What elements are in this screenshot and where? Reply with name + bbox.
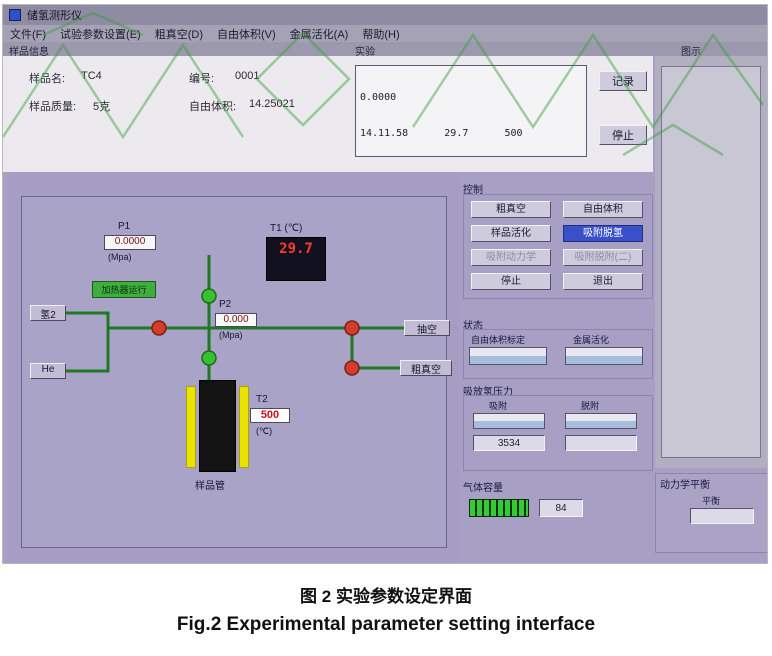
free-volume-button[interactable]: 自由体积	[563, 201, 643, 218]
menu-free-volume[interactable]: 自由体积(V)	[217, 28, 276, 41]
pressure-group-box	[463, 395, 653, 471]
log-line: 0.0000	[360, 92, 397, 103]
sample-mass-value: 5克	[93, 101, 111, 113]
section-band: 样品信息 实验 图示	[3, 42, 767, 58]
pressure-panel: 吸放氢压力 吸附 脱附 3534	[461, 383, 655, 475]
sample-mass-label: 样品质量:	[29, 101, 77, 113]
control-panel-label: 控制	[463, 185, 483, 196]
valve-rough-vacuum[interactable]	[344, 360, 360, 376]
stop-button[interactable]: 停止	[599, 125, 647, 145]
valve-inlet[interactable]	[151, 320, 167, 336]
control-panel: 控制 粗真空 自由体积 样品活化 吸附脱氢 吸附动力学 吸附脱附(二) 停止 退…	[461, 181, 655, 315]
pipe-network	[66, 255, 404, 380]
section-label-sample-info: 样品信息	[9, 47, 49, 58]
t2-setpoint-display: 500	[250, 408, 290, 423]
status-group-box	[463, 329, 653, 379]
free-volume-status-display	[469, 347, 547, 365]
status-panel-label: 状态	[463, 321, 483, 332]
gas-inlet-he: He	[30, 363, 66, 379]
balance-label: 平衡	[702, 496, 721, 506]
figure-caption-en: Fig.2 Experimental parameter setting int…	[176, 614, 596, 635]
p1-unit: (Mpa)	[108, 252, 132, 262]
experiment-log[interactable]: 0.0000 14.11.58 29.7 500 0.0000 14.12.00…	[355, 65, 587, 157]
metal-activation-label: 金属活化	[573, 335, 610, 345]
rough-vacuum-button[interactable]: 粗真空	[471, 201, 551, 218]
adsorption-pressure-value: 3534	[473, 435, 545, 451]
figure-caption-zh: 图 2 实验参数设定界面	[300, 587, 472, 606]
furnace-heater-left	[186, 386, 196, 468]
t2-unit: (℃)	[256, 426, 273, 436]
sample-id-label: 编号:	[189, 73, 215, 85]
gas-capacity-panel: 气体容量 84	[461, 479, 601, 537]
desorption-label: 脱附	[581, 401, 600, 411]
record-button[interactable]: 记录	[599, 71, 647, 91]
valve-evacuate[interactable]	[344, 320, 360, 336]
kinetics-panel-label: 动力学平衡	[660, 480, 710, 491]
t2-label: T2	[256, 394, 268, 405]
menu-rough-vacuum[interactable]: 粗真空(D)	[154, 28, 203, 41]
gas-capacity-label: 气体容量	[463, 483, 503, 494]
absorb-desorb-button[interactable]: 吸附脱氢	[563, 225, 643, 242]
kinetics-panel: 动力学平衡 平衡	[655, 473, 767, 553]
evacuate-node: 抽空	[404, 320, 450, 336]
sample-tube-body	[199, 380, 236, 472]
absorption-kinetics-button[interactable]: 吸附动力学	[471, 249, 551, 266]
balance-value-display	[690, 508, 754, 524]
heater-run-button[interactable]: 加热器运行	[92, 281, 156, 298]
control-group-box	[463, 194, 653, 299]
free-volume-calibration-label: 自由体积标定	[471, 335, 526, 345]
section-label-diagram: 图示	[681, 47, 701, 58]
schematic-canvas: P1 0.0000 (Mpa) 加热器运行 氢2 He P2 0.000 (Mp…	[21, 196, 452, 548]
t1-label: T1 (℃)	[270, 223, 303, 234]
section-label-experiment: 实验	[355, 47, 375, 58]
valve-manifold-lower[interactable]	[201, 350, 217, 366]
free-volume-label: 自由体积:	[189, 101, 237, 113]
exit-button[interactable]: 退出	[563, 273, 643, 290]
window-title: 储氢测形仪	[27, 10, 82, 22]
sample-activation-button[interactable]: 样品活化	[471, 225, 551, 242]
sample-name-label: 样品名:	[29, 73, 66, 85]
free-volume-value: 14.25021	[249, 98, 295, 110]
log-line: 14.11.58 29.7 500	[360, 128, 523, 139]
diagram-display-area	[661, 66, 761, 458]
menu-file[interactable]: 文件(F)	[10, 28, 47, 41]
app-window: 储氢测形仪 文件(F) 试验参数设置(E) 粗真空(D) 自由体积(V) 金属活…	[2, 4, 768, 564]
metal-activation-status-display	[565, 347, 643, 365]
menu-help[interactable]: 帮助(H)	[362, 28, 400, 41]
menu-parameter-settings[interactable]: 试验参数设置(E)	[60, 28, 141, 41]
gas-inlet-h2: 氢2	[30, 305, 66, 321]
sample-id-value: 0001	[235, 70, 260, 82]
gas-capacity-value: 84	[539, 499, 583, 517]
diagram-display-panel	[655, 56, 767, 468]
p1-label: P1	[118, 221, 131, 232]
sample-tube-label: 样品管	[195, 481, 225, 492]
title-bar: 储氢测形仪	[3, 5, 767, 25]
p2-value-display: 0.000	[215, 313, 257, 327]
desorption-pressure-display	[565, 413, 637, 429]
t1-temperature-display: 29.7	[266, 237, 326, 281]
adsorption-label: 吸附	[489, 401, 508, 411]
desorption-pressure-value	[565, 435, 637, 451]
adsorption-pressure-display	[473, 413, 545, 429]
pressure-panel-label: 吸放氢压力	[463, 387, 513, 398]
p2-unit: (Mpa)	[219, 330, 243, 340]
menu-bar: 文件(F) 试验参数设置(E) 粗真空(D) 自由体积(V) 金属活化(A) 帮…	[3, 25, 767, 42]
status-panel: 状态 自由体积标定 金属活化	[461, 317, 655, 381]
sample-name-value: TC4	[81, 70, 102, 82]
schematic-panel: P1 0.0000 (Mpa) 加热器运行 氢2 He P2 0.000 (Mp…	[9, 172, 459, 563]
gas-level-gauge	[469, 499, 529, 517]
valve-manifold-upper[interactable]	[201, 288, 217, 304]
menu-metal-activation[interactable]: 金属活化(A)	[289, 28, 349, 41]
rough-vacuum-node: 粗真空	[400, 360, 452, 376]
furnace-heater-right	[239, 386, 249, 468]
control-stop-button[interactable]: 停止	[471, 273, 551, 290]
p1-value-display: 0.0000	[104, 235, 156, 250]
p2-label: P2	[219, 299, 232, 310]
absorb-desorb-2-button[interactable]: 吸附脱附(二)	[563, 249, 643, 266]
app-icon	[9, 9, 21, 21]
